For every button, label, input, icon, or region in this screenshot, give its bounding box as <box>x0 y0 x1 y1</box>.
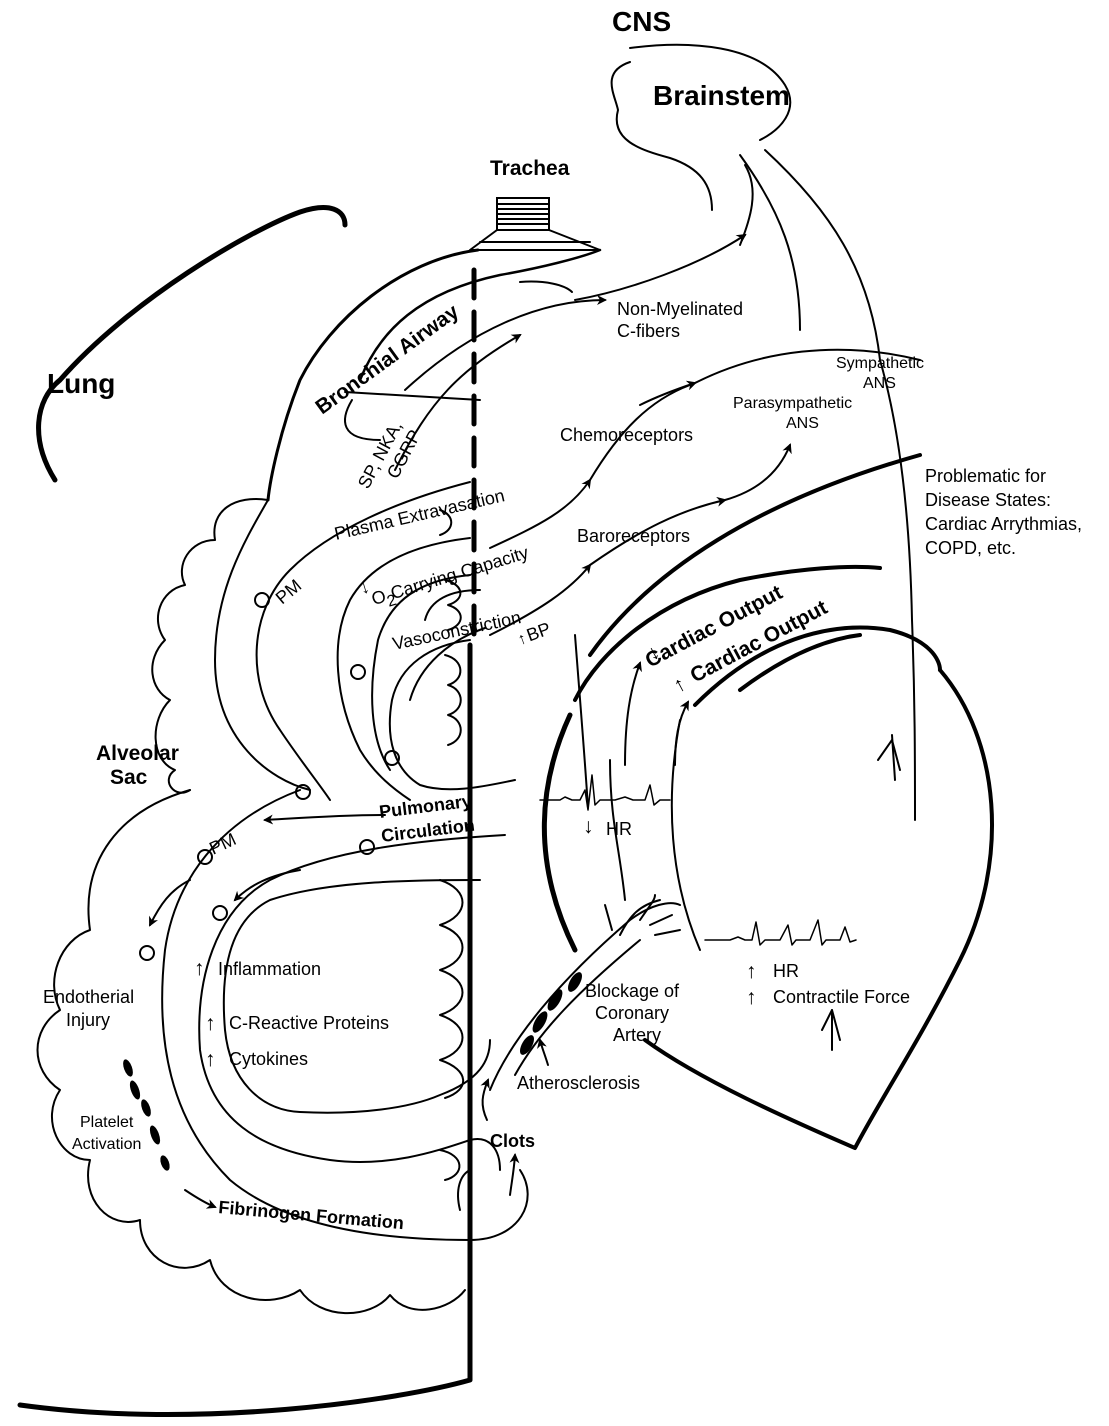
up-arrow-icon: ↑ <box>746 986 757 1009</box>
bronchial-airway <box>268 250 600 500</box>
contractile-label: Contractile Force <box>773 987 910 1007</box>
blockage-line-3: Artery <box>613 1025 661 1045</box>
problematic-line-3: Cardiac Arrythmias, <box>925 514 1082 534</box>
inflammation-label: Inflammation <box>218 959 321 979</box>
cns-label: CNS <box>612 6 671 37</box>
sac-label: Sac <box>110 766 148 789</box>
clots-label: Clots <box>490 1131 535 1151</box>
sympathetic-ans-label: ANS <box>863 375 896 392</box>
endotherial-label: Endotherial <box>43 987 134 1007</box>
up-arrow-icon: ↑ <box>746 960 757 983</box>
svg-text:BP: BP <box>524 618 553 645</box>
c-fibers-label: C-fibers <box>617 321 680 341</box>
parasympathetic-ans-label: ANS <box>786 415 819 432</box>
platelet-label: Platelet <box>80 1114 134 1131</box>
trachea-label: Trachea <box>490 157 570 180</box>
hr-label-high: HR <box>773 961 799 981</box>
up-arrow-icon: ↑ <box>205 1012 216 1035</box>
alveolar-sac-outline <box>38 499 466 1313</box>
injury-label: Injury <box>66 1010 110 1030</box>
vasoconstriction-label: Vasoconstriction <box>391 607 523 654</box>
problematic-line-4: COPD, etc. <box>925 538 1016 558</box>
up-arrow-icon: ↑ <box>194 957 205 980</box>
chemoreceptors-label: Chemoreceptors <box>560 425 693 445</box>
alveolar-label: Alveolar <box>96 742 179 765</box>
parasympathetic-label: Parasympathetic <box>733 395 852 412</box>
blockage-line-1: Blockage of <box>585 981 680 1001</box>
problematic-line-1: Problematic for <box>925 466 1046 486</box>
fibrinogen-label: Fibrinogen Formation <box>218 1197 405 1233</box>
trachea <box>470 198 600 250</box>
down-arrow-icon: ↓ <box>583 815 594 838</box>
sympathetic-label: Sympathetic <box>836 355 924 372</box>
lung-label: Lung <box>47 368 115 399</box>
hr-label-low: HR <box>606 819 632 839</box>
plasma-extravasation-label: Plasma Extravasation <box>332 485 506 544</box>
labels: CNS Brainstem Trachea Lung Bronchial Air… <box>43 6 1082 1233</box>
baroreceptors-label: Baroreceptors <box>577 526 690 546</box>
cytokines-label: Cytokines <box>229 1049 308 1069</box>
pm-label-top: PM <box>272 575 306 608</box>
atherosclerosis-label: Atherosclerosis <box>517 1073 640 1093</box>
activation-label: Activation <box>72 1136 141 1153</box>
c-reactive-label: C-Reactive Proteins <box>229 1013 389 1033</box>
up-arrow-icon: ↑ <box>205 1048 216 1071</box>
pm-particles <box>140 593 399 960</box>
pulmonary-vessels <box>162 482 528 1240</box>
blockage-line-2: Coronary <box>595 1003 669 1023</box>
brainstem-label: Brainstem <box>653 80 790 111</box>
up-arrow-icon: ↑ <box>670 672 690 697</box>
heart-outline <box>544 455 992 1148</box>
alveolar-lobes <box>440 510 463 1180</box>
non-myelinated-label: Non-Myelinated <box>617 299 743 319</box>
problematic-line-2: Disease States: <box>925 490 1051 510</box>
